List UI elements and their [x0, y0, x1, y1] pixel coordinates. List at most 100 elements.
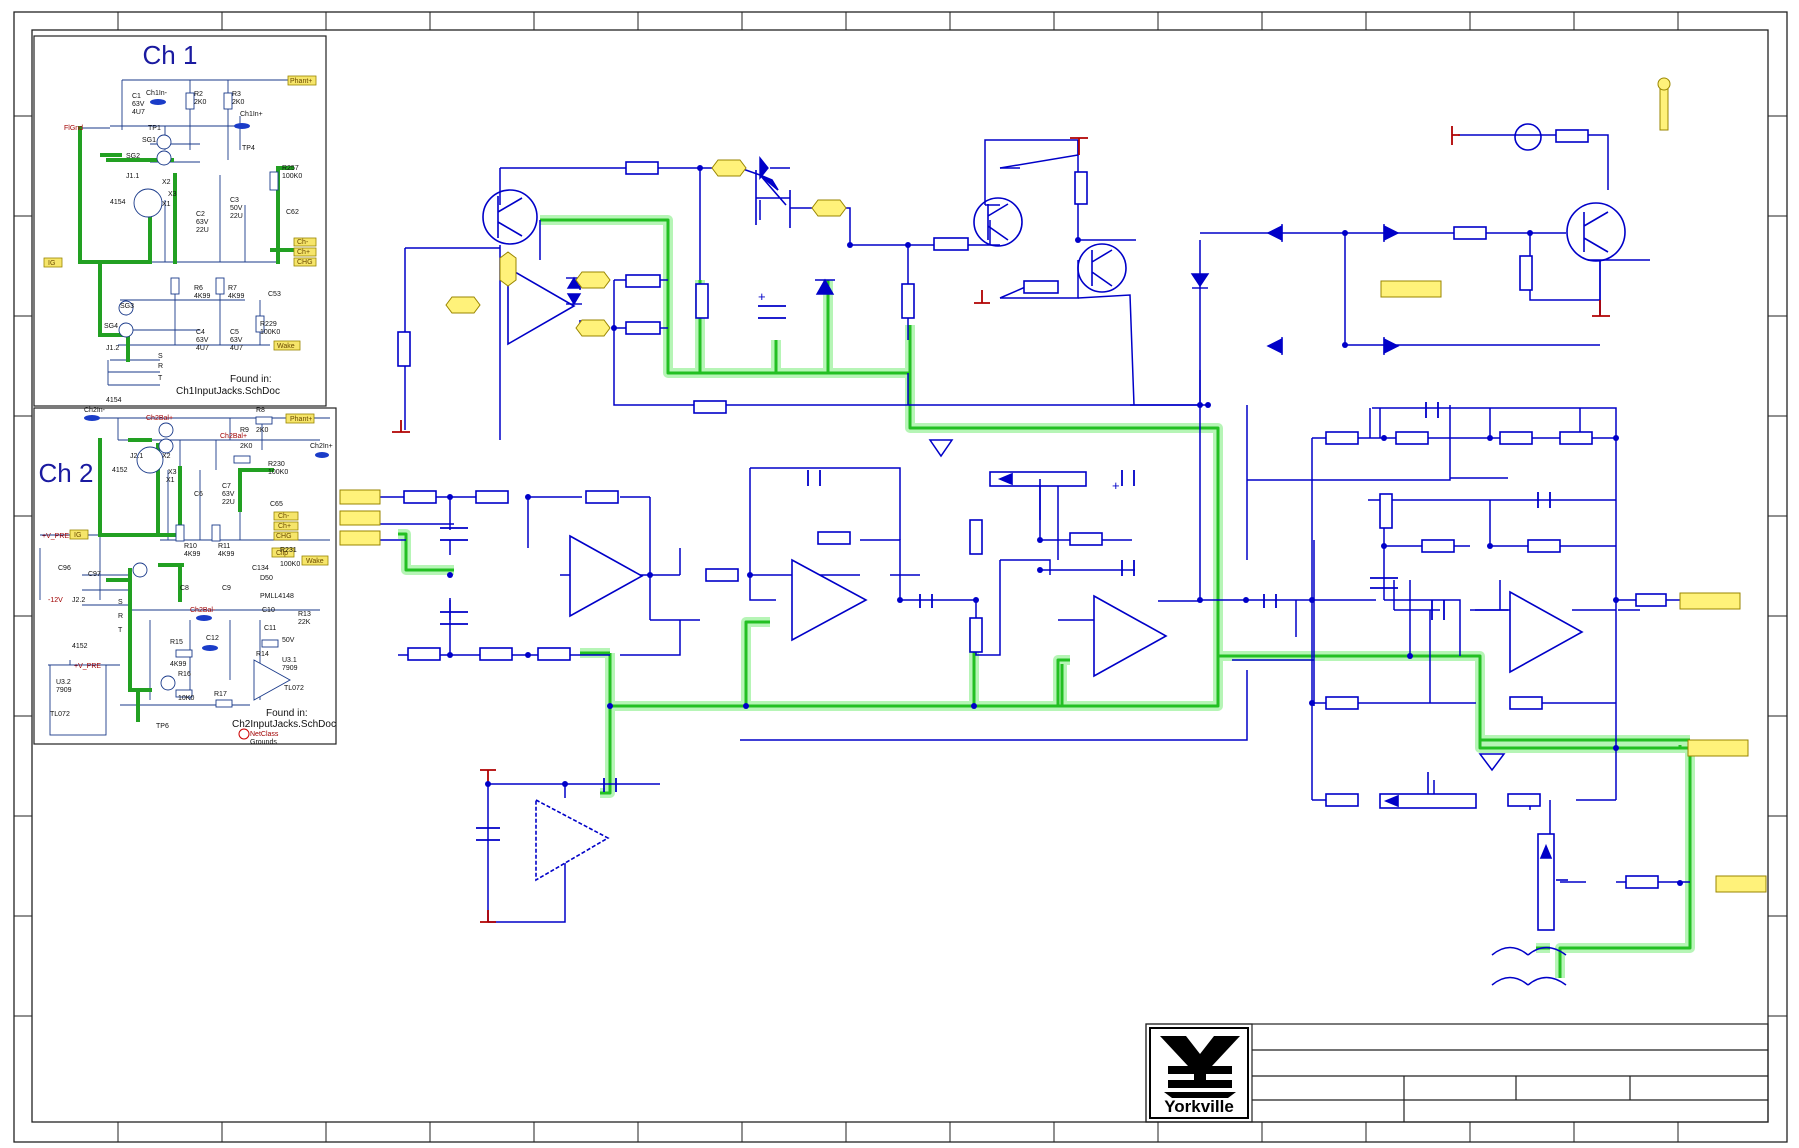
- test-point-marker: [1657, 77, 1671, 131]
- ch2-c7-val: 22U: [222, 499, 235, 506]
- capacitors: [440, 305, 1551, 841]
- cap-plus-1: +: [758, 289, 766, 304]
- ch2-c96: C96: [58, 565, 71, 572]
- ch2-tl072b: TL072: [50, 711, 70, 718]
- ch2-c11-volt: 50V: [282, 637, 295, 644]
- ch1-sg3: SG3: [120, 303, 134, 310]
- ch1-j11-part: 4154: [110, 199, 126, 206]
- ch2-c6: C6: [194, 491, 203, 498]
- ch2-x2: X2: [162, 453, 171, 460]
- ch2-d50: D50: [260, 575, 273, 582]
- ch2-c8: C8: [180, 585, 189, 592]
- ch1-r229-val: 100K0: [260, 329, 280, 336]
- ch1-j12-part: 4154: [106, 397, 122, 404]
- ch1-found-in: Found in:: [230, 374, 272, 385]
- ch2-bal-plus2: Ch2Bal+: [220, 433, 247, 440]
- ch2-j21-part: 4152: [112, 467, 128, 474]
- ch1-c3: C3: [230, 197, 239, 204]
- ch2-x1: X1: [166, 477, 175, 484]
- ch2-r8-val: 2K0: [256, 427, 269, 434]
- ch1-x2: X2: [162, 179, 171, 186]
- ch2-r231: R231: [280, 547, 297, 554]
- ch1-r257-val: 100K0: [282, 173, 302, 180]
- ch2-r9: R9: [240, 427, 249, 434]
- logo-text: Yorkville: [1164, 1097, 1234, 1116]
- yorkville-logo: Yorkville: [1149, 1027, 1249, 1119]
- sheet-border: [13, 11, 1788, 1143]
- ch2-netclass-sub: Grounds: [250, 739, 277, 746]
- ch2-s-pin: S: [118, 599, 123, 606]
- ch2-u32-part: 7909: [56, 687, 72, 694]
- port-markers: [339, 159, 1767, 893]
- optocoupler: [755, 170, 791, 228]
- ch2-found-doc: Ch2InputJacks.SchDoc: [232, 719, 336, 730]
- ch1-c2-volt: 63V: [196, 219, 209, 226]
- ch2-c9: C9: [222, 585, 231, 592]
- ch1-c62: C62: [286, 209, 299, 216]
- ch2-net-chplus: Ch+: [278, 523, 291, 530]
- ch1-in-plus: Ch1In+: [240, 111, 263, 118]
- ch2-r10: R10: [184, 543, 197, 550]
- ch2-in-minus: Ch2In-: [84, 407, 106, 414]
- ch2-r8: R8: [256, 407, 265, 414]
- ch2-c97: C97: [88, 571, 101, 578]
- ch1-r3-val: 2K0: [232, 99, 245, 106]
- ch1-c4-volt: 63V: [196, 337, 209, 344]
- ch1-tp4: TP4: [242, 145, 255, 152]
- ch2-net-wake: Wake: [306, 558, 324, 565]
- ch1-c5-val: 4U7: [230, 345, 243, 352]
- ch1-in-minus: Ch1In-: [146, 90, 168, 97]
- ch2-c10: C10: [262, 607, 275, 614]
- ch2-r16: R16: [178, 671, 191, 678]
- ch2-r230: R230: [268, 461, 285, 468]
- ground-symbols: [928, 439, 1506, 772]
- ch1-c4: C4: [196, 329, 205, 336]
- ch2-input-inset: Ch 2: [33, 407, 337, 746]
- resistors-vertical: [397, 171, 1533, 653]
- ch2-r231-val: 100K0: [280, 561, 300, 568]
- diodes: [566, 156, 1400, 355]
- title-block: [1145, 1023, 1769, 1123]
- ch2-net-clip: Clip: [276, 550, 288, 557]
- ch2-r-pin: R: [118, 613, 123, 620]
- ch1-net-chplus: Ch+: [297, 249, 310, 256]
- ch2-r11-val: 4K99: [218, 551, 234, 558]
- ch2-tl072: TL072: [284, 685, 304, 692]
- ch2-j22-part: 4152: [72, 643, 88, 650]
- ch2-r9-val: 2K0: [240, 443, 253, 450]
- ch2-c12: C12: [206, 635, 219, 642]
- ch2-net-chg-label: CHG: [276, 533, 292, 540]
- ch1-flgnd: FlGnd: [64, 125, 83, 132]
- ch2-neg12: -12V: [48, 597, 63, 604]
- ch2-j21: J2.1: [130, 453, 143, 460]
- ch1-c1: C1: [132, 93, 141, 100]
- ch1-c1-val: 4U7: [132, 109, 145, 116]
- ch2-net-chminus: Ch-: [278, 513, 290, 520]
- ch2-x3: X3: [168, 469, 177, 476]
- ch2-c134: C134: [252, 565, 269, 572]
- ch2-t-pin: T: [118, 627, 123, 634]
- ch2-c7: C7: [222, 483, 231, 490]
- ch1-j12: J1.2: [106, 345, 119, 352]
- ch2-vpre: +V_PRE: [42, 533, 69, 540]
- ch2-u31: U3.1: [282, 657, 297, 664]
- ch2-r14: R14: [256, 651, 269, 658]
- ch1-r7: R7: [228, 285, 237, 292]
- ch1-c2-val: 22U: [196, 227, 209, 234]
- ch2-bal-plus: Ch2Bal+: [146, 415, 173, 422]
- ch1-phant-label: Phant+: [290, 78, 312, 85]
- ch1-net-wake: Wake: [277, 343, 295, 350]
- ch1-j11: J1.1: [126, 173, 139, 180]
- cap-plus-2: +: [1112, 478, 1120, 493]
- cap-polarity: + +: [758, 289, 1120, 493]
- ch2-c7-volt: 63V: [222, 491, 235, 498]
- ch1-net-ig: IG: [48, 260, 55, 267]
- ch2-r13-val: 22K: [298, 619, 311, 626]
- ch2-bal-minus: Ch2Bal-: [190, 607, 216, 614]
- ch2-j22: J2.2: [72, 597, 85, 604]
- ch1-title: Ch 1: [143, 40, 198, 70]
- schematic-wires: [378, 134, 1690, 923]
- ch1-r2-val: 2K0: [194, 99, 207, 106]
- ch1-c3-val: 22U: [230, 213, 243, 220]
